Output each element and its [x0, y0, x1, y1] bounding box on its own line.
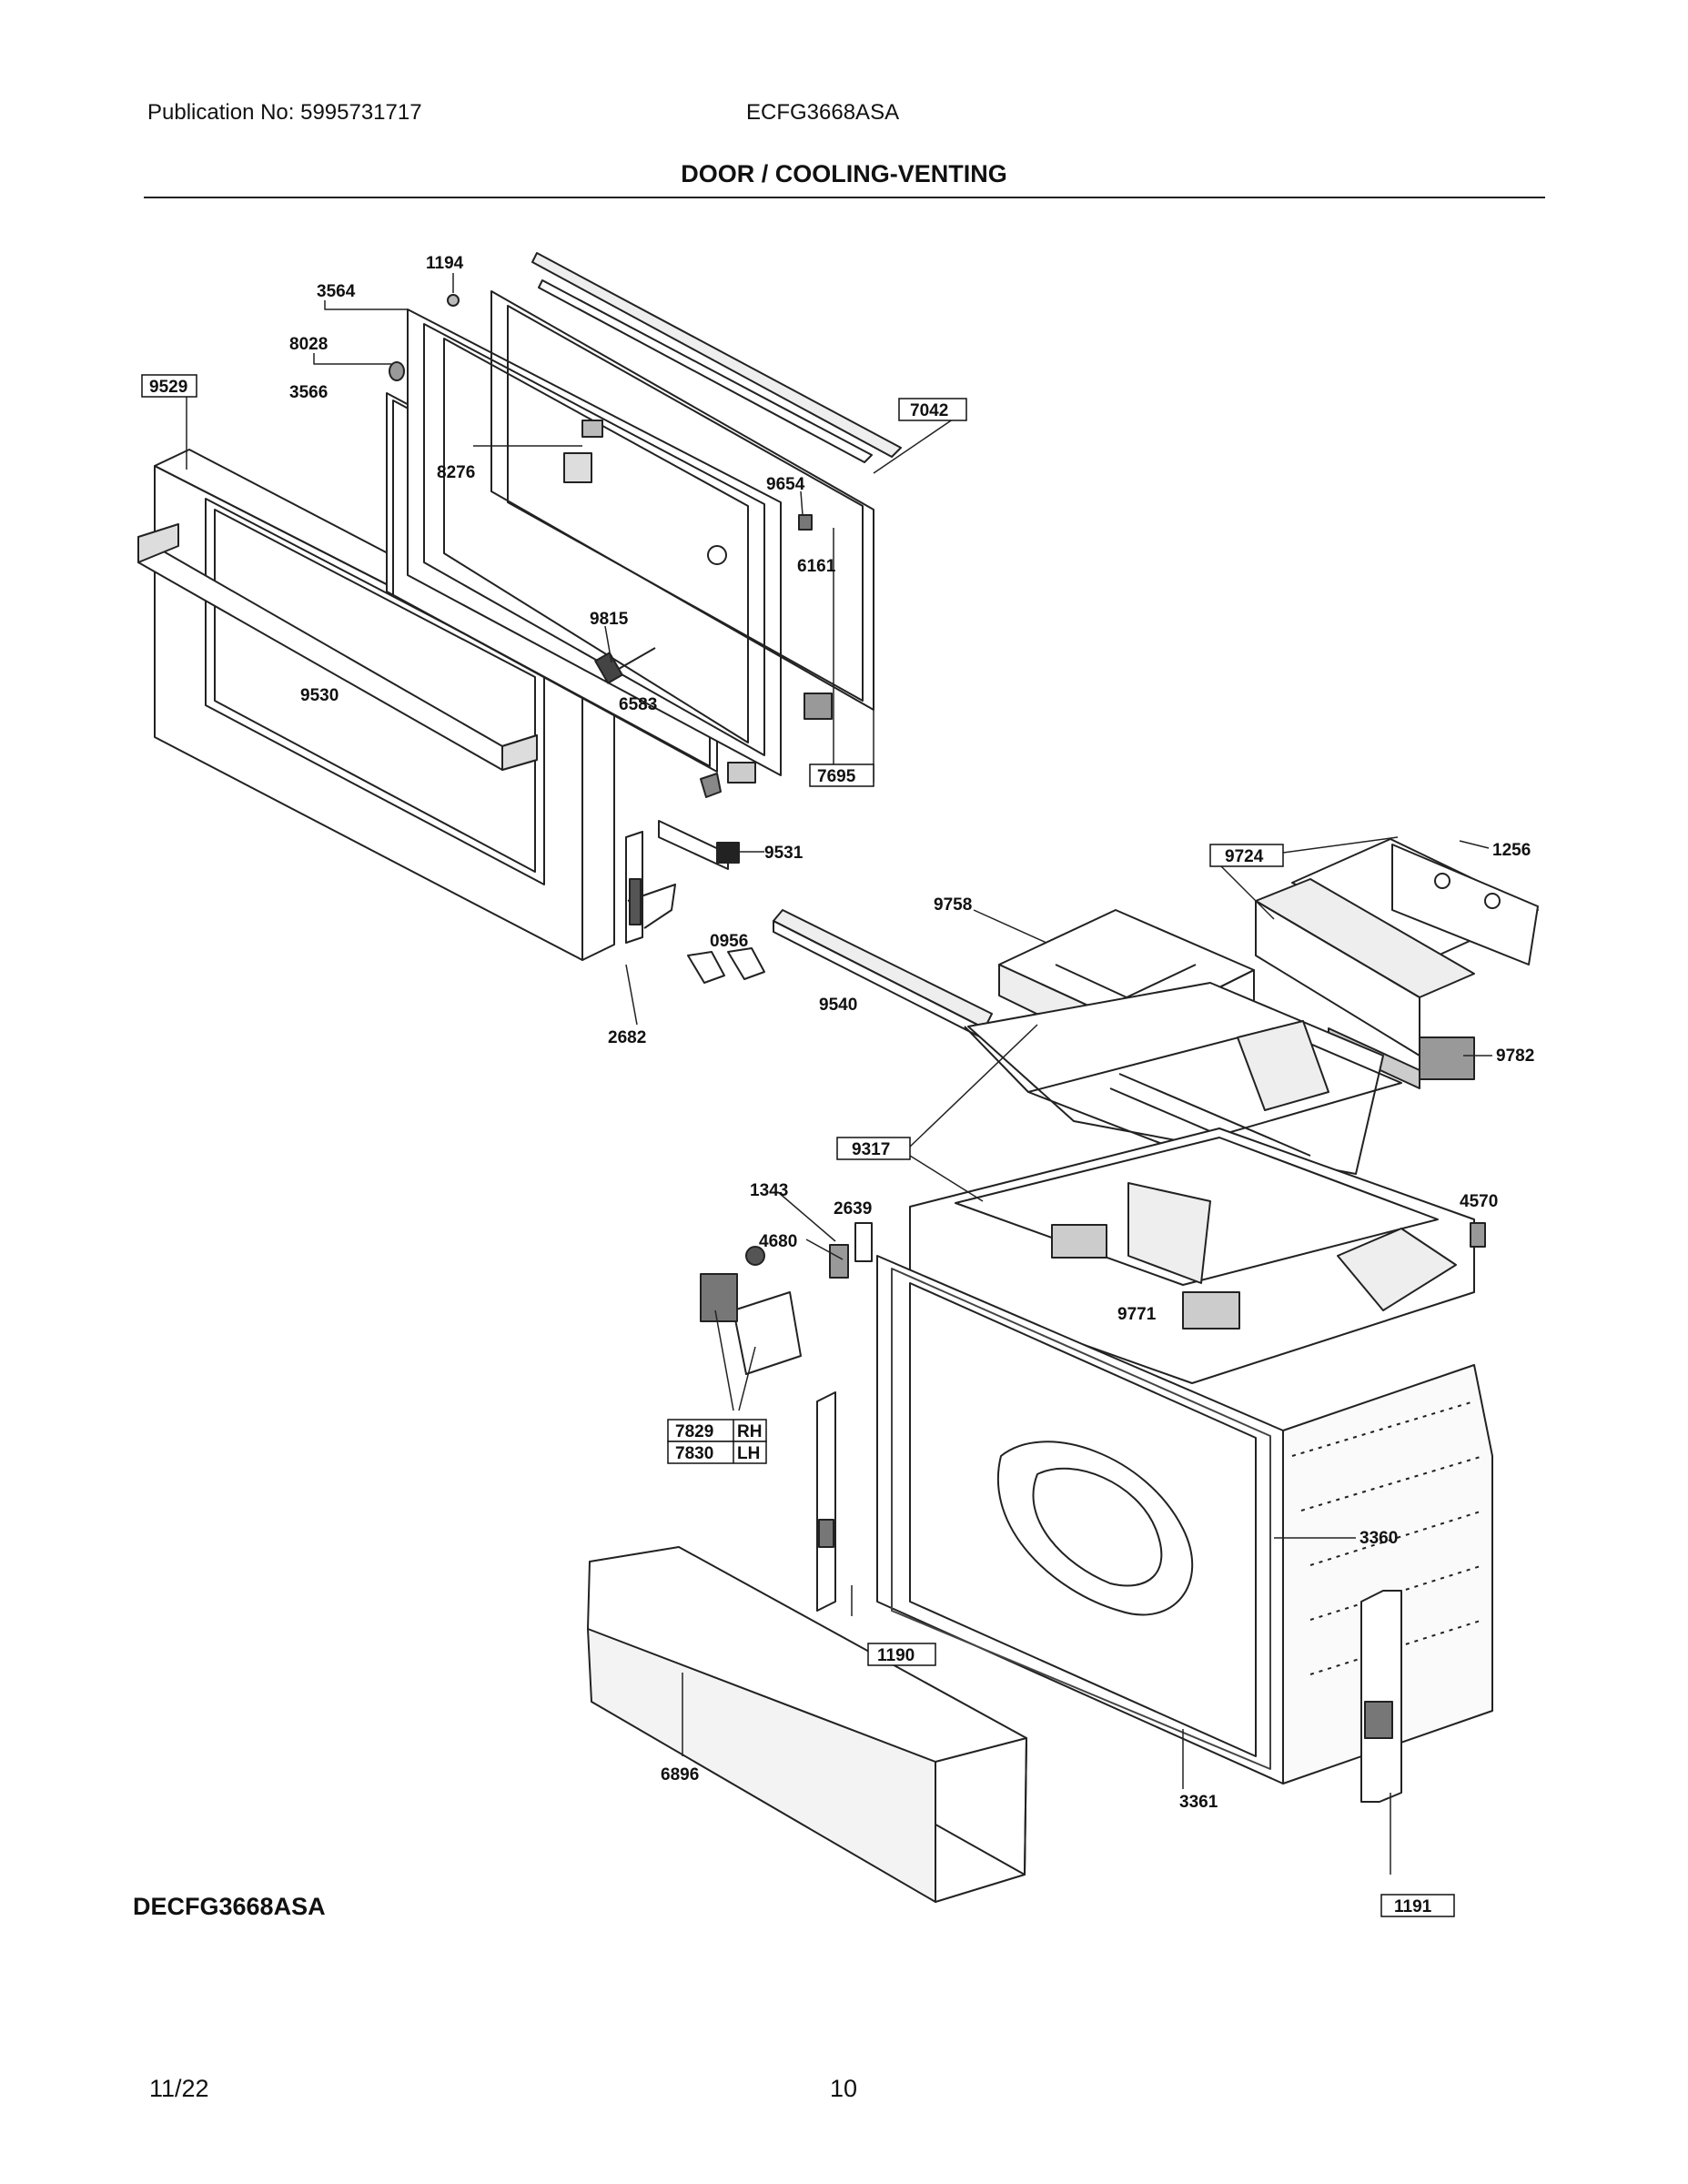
callout-box-7042 [898, 398, 967, 421]
callout-1194: 1194 [426, 254, 464, 273]
thermal-fuse [1470, 1222, 1486, 1248]
callout-3360: 3360 [1359, 1529, 1398, 1548]
switch-bracket [854, 1222, 873, 1262]
callout-7830: 7830 [675, 1444, 713, 1463]
callout-9815: 9815 [590, 610, 629, 629]
callout-9771: 9771 [1117, 1305, 1157, 1324]
top-trim-strips [531, 252, 902, 463]
callout-9654: 9654 [766, 475, 805, 494]
callout-9529: 9529 [149, 378, 187, 397]
door-inner-frame [407, 308, 782, 784]
lower-trim-panel [587, 1546, 1027, 1903]
door-handle [137, 523, 538, 771]
callout-7829-suffix: RH [737, 1422, 762, 1441]
cooling-fan-assembly [1255, 838, 1539, 1089]
callout-box-9724 [1209, 844, 1284, 867]
clips-pair [687, 947, 765, 984]
oven-top-panel [909, 1127, 1475, 1384]
callout-box-9317 [836, 1137, 911, 1160]
callout-4680: 4680 [759, 1232, 797, 1251]
oven-cavity [876, 1255, 1493, 1785]
callout-1256: 1256 [1492, 841, 1531, 860]
callout-3564: 3564 [317, 282, 356, 301]
vent-trim [773, 909, 993, 1040]
callout-box-1190 [867, 1643, 936, 1666]
title-rule [144, 197, 1545, 198]
door-switch [829, 1244, 849, 1279]
door-stop-part [447, 294, 460, 307]
leader-lines [186, 273, 1492, 1875]
door-hinge-left [625, 831, 676, 944]
glass-clip [798, 514, 813, 531]
callout-9530: 9530 [300, 686, 339, 705]
door-stop-pin [594, 652, 623, 684]
callout-2639: 2639 [834, 1199, 872, 1218]
publication-number: Publication No: 5995731717 [147, 100, 422, 125]
page-title: DOOR / COOLING-VENTING [681, 160, 1007, 187]
revision-date: 11/22 [149, 2075, 209, 2102]
callout-7042: 7042 [910, 401, 948, 420]
callout-9540: 9540 [819, 996, 857, 1015]
door-guide [700, 773, 722, 798]
callout-7695: 7695 [817, 767, 856, 786]
callout-6161: 6161 [797, 557, 836, 576]
callout-6896: 6896 [661, 1765, 699, 1785]
hinge-receiver-part [658, 820, 740, 870]
callout-7829: 7829 [675, 1422, 713, 1441]
door-latch-assembly [700, 1246, 802, 1375]
callout-8028: 8028 [289, 335, 328, 354]
shoulder-screw [618, 647, 656, 670]
callout-1343: 1343 [750, 1181, 788, 1200]
model-number: ECFG3668ASA [746, 100, 900, 125]
page-number: 10 [830, 2075, 858, 2102]
callout-9758: 9758 [934, 895, 972, 915]
door-gasket [891, 1268, 1271, 1770]
callout-box-7830 [667, 1441, 767, 1464]
door-bumper-part [389, 361, 405, 381]
callout-2682: 2682 [608, 1028, 646, 1047]
callout-3361: 3361 [1179, 1793, 1218, 1812]
door-switch-bracket [804, 693, 833, 720]
callout-3566: 3566 [289, 383, 328, 402]
callout-box-1191 [1380, 1894, 1455, 1917]
callout-labels: 1194 3564 8028 9529 3566 7042 8276 9654 … [141, 254, 1534, 1917]
callout-9724: 9724 [1225, 847, 1264, 866]
callout-box-7695 [809, 763, 874, 787]
callout-1190: 1190 [877, 1646, 915, 1665]
callout-8276: 8276 [437, 463, 475, 482]
callout-4570: 4570 [1460, 1192, 1498, 1211]
callout-box-9529 [141, 374, 197, 398]
callout-6583: 6583 [619, 695, 657, 714]
diagram-code: DECFG3668ASA [133, 1893, 326, 1920]
callout-9531: 9531 [764, 844, 804, 863]
hinge-receptacle-right [1360, 1590, 1402, 1803]
callout-0956: 0956 [710, 932, 748, 951]
cooling-vent-panel [964, 982, 1402, 1175]
hinge-receptacle-left [816, 1391, 836, 1612]
callout-7830-suffix: LH [737, 1444, 760, 1463]
callout-1191: 1191 [1394, 1897, 1432, 1916]
callout-9317: 9317 [852, 1140, 890, 1159]
callout-9782: 9782 [1496, 1046, 1534, 1066]
